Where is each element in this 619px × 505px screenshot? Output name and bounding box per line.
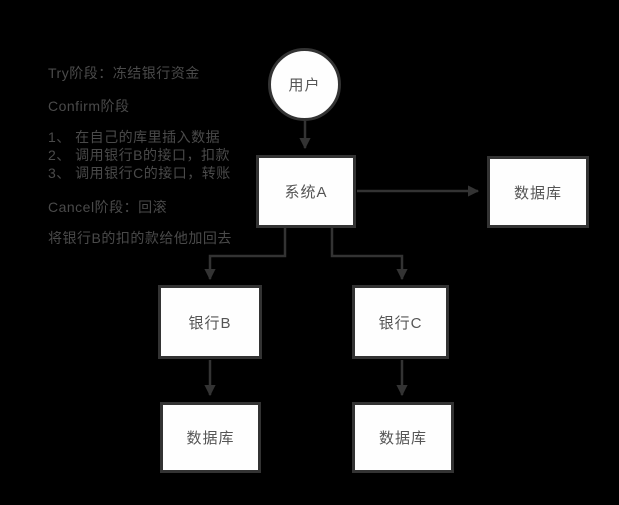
node-bank-b: 银行B — [158, 285, 262, 359]
note-confirm-step-2: 2、 调用银行B的接口，扣款 — [48, 147, 231, 163]
node-database-b-label: 数据库 — [186, 430, 235, 447]
node-bank-c: 银行C — [352, 285, 449, 359]
note-confirm-step-1: 1、 在自己的库里插入数据 — [48, 129, 221, 145]
node-database-b: 数据库 — [160, 402, 261, 473]
node-database-c-label: 数据库 — [378, 430, 427, 447]
node-bank-c-label: 银行C — [378, 314, 423, 332]
node-system-a-label: 系统A — [284, 184, 328, 201]
note-confirm-phase: Confirm阶段 — [48, 98, 130, 114]
node-database-main: 数据库 — [487, 156, 589, 228]
node-bank-b-label: 银行B — [188, 314, 232, 332]
node-database-c: 数据库 — [352, 402, 454, 473]
node-user: 用户 — [268, 48, 341, 121]
node-system-a: 系统A — [256, 155, 356, 228]
note-cancel-detail: 将银行B的扣的款给他加回去 — [48, 230, 232, 246]
note-cancel-phase: Cancel阶段：回滚 — [48, 199, 168, 215]
note-confirm-step-3: 3、 调用银行C的接口，转账 — [48, 165, 231, 181]
arrow-system-a-to-bank-c — [330, 228, 408, 281]
note-try-phase: Try阶段：冻结银行资金 — [48, 65, 200, 81]
node-user-label: 用户 — [288, 77, 321, 94]
arrow-system-a-to-bank-b — [204, 228, 287, 281]
node-database-main-label: 数据库 — [513, 184, 562, 202]
